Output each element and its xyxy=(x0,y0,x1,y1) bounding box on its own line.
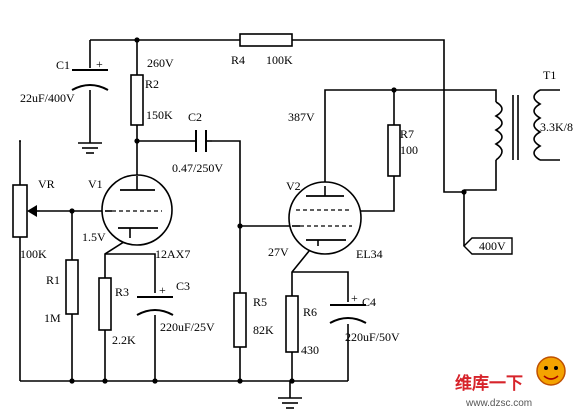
label-r7-ref: R7 xyxy=(400,127,414,141)
label-c2-ref: C2 xyxy=(188,110,202,124)
label-r3-value: 2.2K xyxy=(112,333,136,347)
label-v1-type: 12AX7 xyxy=(155,247,190,261)
watermark-brand-text: 维库一下 xyxy=(455,373,523,394)
label-v1-5: 1.5V xyxy=(82,230,106,244)
watermark-url: www.dzsc.com xyxy=(465,398,532,409)
resistor-r4 xyxy=(239,33,293,47)
label-v2-ref: V2 xyxy=(286,179,301,193)
label-r2-ref: R2 xyxy=(145,77,159,91)
potentiometer-vr xyxy=(12,184,40,238)
label-c1-ref: C1 xyxy=(56,58,70,72)
junction-dots xyxy=(69,37,467,384)
ground-symbol-c1 xyxy=(78,142,102,154)
svg-text:+: + xyxy=(96,57,103,71)
resistor-r1 xyxy=(65,259,79,315)
label-c3-value: 220uF/25V xyxy=(160,320,215,334)
capacitor-c3: + xyxy=(136,283,174,316)
resistor-r3 xyxy=(98,277,112,331)
label-r6-value: 430 xyxy=(301,343,319,357)
label-r3-ref: R3 xyxy=(115,285,129,299)
resistor-r7 xyxy=(387,124,401,177)
label-c4-ref: C4 xyxy=(362,295,376,309)
svg-text:+: + xyxy=(159,283,166,297)
label-r2-value: 150K xyxy=(146,108,173,122)
supply-400v-tag xyxy=(463,237,513,255)
label-r1-ref: R1 xyxy=(46,273,60,287)
label-v260: 260V xyxy=(147,56,174,70)
capacitor-c2 xyxy=(190,130,212,152)
watermark-logo: 维库一下 www.dzsc.com xyxy=(455,356,566,409)
label-c3-ref: C3 xyxy=(176,279,190,293)
label-r7-value: 100 xyxy=(400,143,418,157)
label-c1-value: 22uF/400V xyxy=(20,91,75,105)
label-v27: 27V xyxy=(268,245,289,259)
label-r1-value: 1M xyxy=(44,311,61,325)
label-c4-value: 220uF/50V xyxy=(345,330,400,344)
label-c2-value: 0.47/250V xyxy=(172,161,223,175)
label-r4-ref: R4 xyxy=(231,53,245,67)
transformer-t1 xyxy=(494,89,542,161)
label-r5-value: 82K xyxy=(253,323,274,337)
label-vr-ref: VR xyxy=(38,177,55,191)
label-v2-type: EL34 xyxy=(356,247,383,261)
label-r6-ref: R6 xyxy=(303,305,317,319)
label-r4-value: 100K xyxy=(266,53,293,67)
label-vr-value: 100K xyxy=(20,247,47,261)
label-v1-ref: V1 xyxy=(88,177,103,191)
tube-v2 xyxy=(288,181,362,255)
label-t1-value: 3.3K/8 xyxy=(540,120,573,134)
label-v400: 400V xyxy=(479,239,506,253)
resistor-r6 xyxy=(285,295,299,353)
resistor-r2 xyxy=(130,74,144,126)
terminal-vr-top xyxy=(19,140,21,142)
label-v387: 387V xyxy=(288,110,315,124)
svg-text:+: + xyxy=(351,291,358,305)
label-r5-ref: R5 xyxy=(253,295,267,309)
ground-symbol-main xyxy=(278,397,302,409)
label-t1-ref: T1 xyxy=(543,68,556,82)
tube-v1 xyxy=(101,174,173,246)
resistor-r5 xyxy=(233,292,247,348)
capacitor-c1: + xyxy=(71,57,109,91)
capacitor-c4: + xyxy=(329,291,367,324)
